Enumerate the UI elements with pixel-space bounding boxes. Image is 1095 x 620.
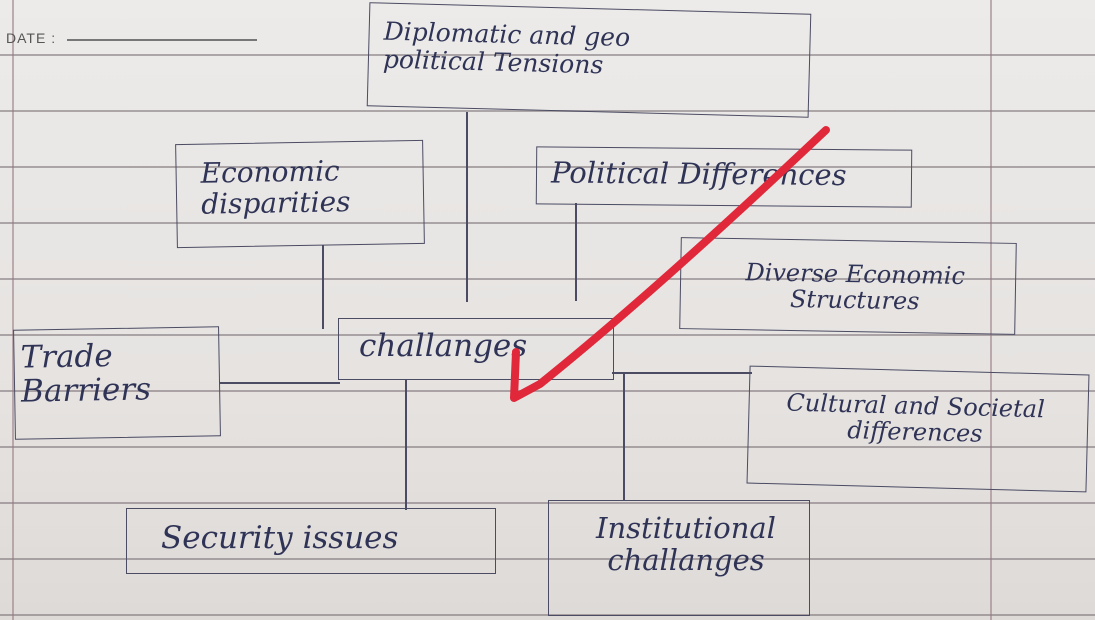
connector-trade (220, 382, 340, 384)
left-margin-line (12, 0, 14, 620)
date-blank (66, 38, 257, 41)
node-security: Security issues (126, 508, 496, 574)
connector-political (575, 203, 577, 301)
connector-institutional (623, 372, 625, 500)
connector-diplomatic (466, 112, 468, 302)
checkmark-stroke (510, 126, 830, 402)
node-institutional: Institutional challanges (548, 500, 810, 616)
date-field: DATE : (6, 30, 257, 46)
node-security-label: Security issues (161, 520, 399, 556)
node-institutional-label: Institutional challanges (596, 511, 776, 577)
connector-security (405, 380, 407, 510)
connector-cultural (612, 372, 752, 374)
right-margin-line (990, 0, 992, 620)
node-center: challanges (338, 318, 614, 380)
connector-economic (322, 245, 324, 329)
date-label: DATE : (6, 30, 57, 46)
node-center-label: challanges (359, 328, 528, 364)
